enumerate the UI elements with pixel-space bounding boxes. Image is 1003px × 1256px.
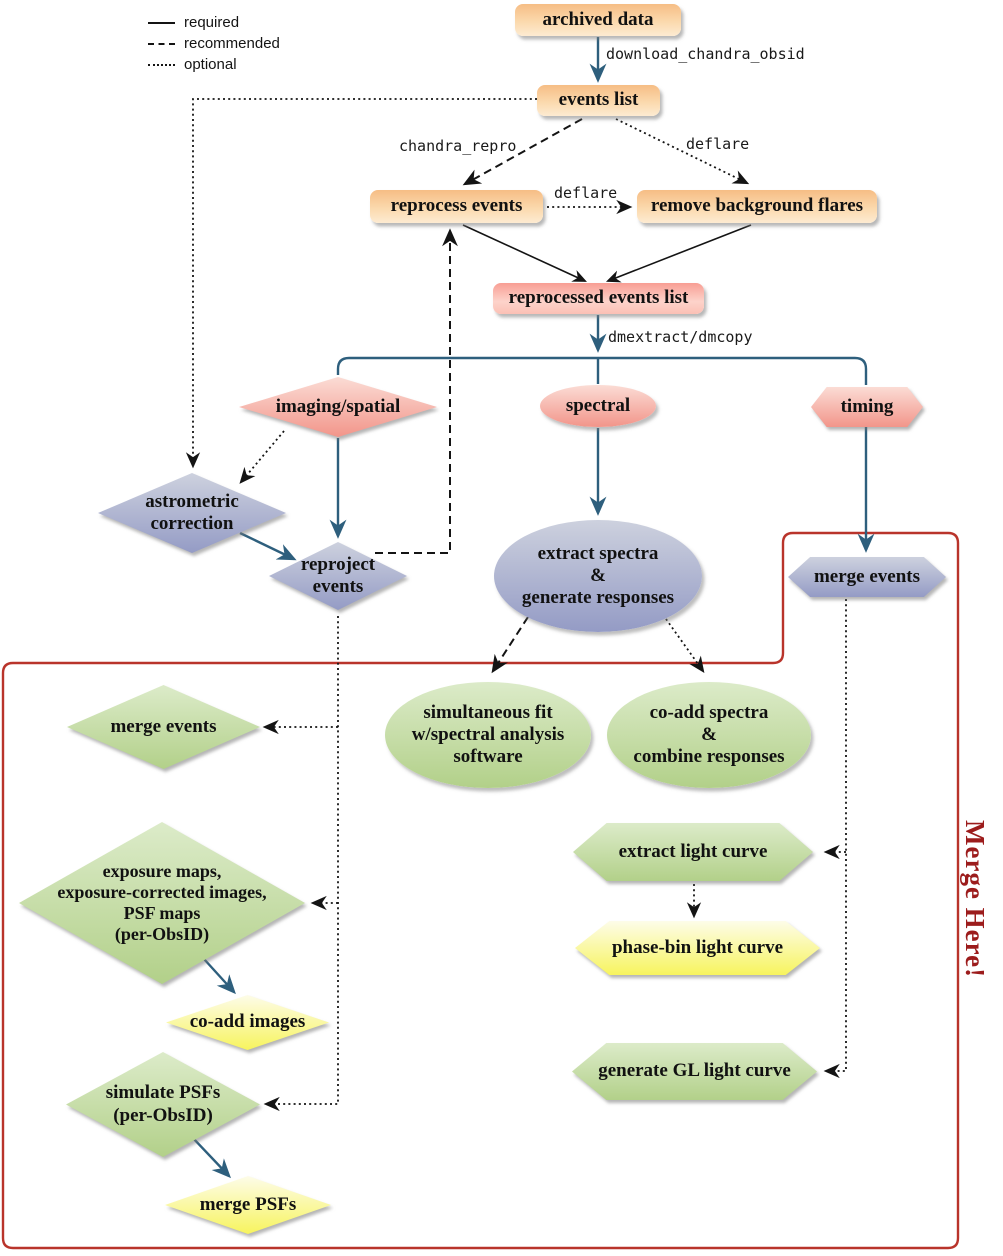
node-phase-bin-light-curve[interactable]: phase-bin light curve <box>575 921 820 975</box>
node-astrometric-correction[interactable]: astrometric correction <box>98 473 286 553</box>
legend: required recommended optional <box>148 12 280 75</box>
edge-branch-bar <box>336 356 868 385</box>
edge-merge-down-to-gl <box>823 599 847 1079</box>
node-events-list[interactable]: events list <box>537 85 660 116</box>
node-extract-spectra[interactable]: extract spectra & generate responses <box>494 520 702 632</box>
node-merge-psfs[interactable]: merge PSFs <box>165 1176 331 1234</box>
node-co-add-images[interactable]: co-add images <box>166 995 329 1050</box>
node-reprocessed-events-list[interactable]: reprocessed events list <box>493 283 704 314</box>
dotted-line-sample <box>148 63 175 66</box>
edge-exposure-to-coadd-images <box>203 958 236 995</box>
edge-reprocess-to-reprocessed <box>462 224 587 282</box>
edge-events-to-removeflares <box>615 118 750 185</box>
label-download-chandra-obsid: download_chandra_obsid <box>606 45 805 63</box>
node-co-add-spectra[interactable]: co-add spectra & combine responses <box>607 682 811 788</box>
edge-removeflares-to-reprocessed <box>605 224 752 283</box>
legend-recommended-label: recommended <box>184 35 280 52</box>
edge-reproject-down-to-simulate <box>263 616 339 1112</box>
label-deflare-middle: deflare <box>554 184 618 202</box>
node-merge-events-timing[interactable]: merge events <box>788 557 946 597</box>
node-timing[interactable]: timing <box>811 387 923 427</box>
node-exposure-maps[interactable]: exposure maps, exposure-corrected images… <box>19 822 305 984</box>
node-imaging-spatial[interactable]: imaging/spatial <box>239 377 437 437</box>
node-simulate-psfs[interactable]: simulate PSFs (per-ObsID) <box>66 1052 260 1157</box>
merge-here-region-border <box>1 531 960 1250</box>
legend-optional: optional <box>148 54 280 75</box>
node-merge-events-imaging[interactable]: merge events <box>67 685 260 769</box>
node-extract-light-curve[interactable]: extract light curve <box>573 823 813 881</box>
node-remove-background-flares[interactable]: remove background flares <box>637 190 877 223</box>
node-spectral[interactable]: spectral <box>540 385 656 427</box>
node-simultaneous-fit[interactable]: simultaneous fit w/spectral analysis sof… <box>385 682 591 788</box>
legend-optional-label: optional <box>184 56 237 73</box>
edge-imaging-to-astrometric <box>239 430 285 484</box>
edge-extract-to-simfit <box>491 616 529 674</box>
label-chandra-repro: chandra_repro <box>399 137 517 155</box>
label-deflare-upper: deflare <box>686 135 750 153</box>
node-reproject-events[interactable]: reproject events <box>269 542 407 610</box>
merge-here-label: Merge Here! <box>960 820 990 979</box>
edge-astrometric-to-reproject <box>239 531 297 561</box>
edge-simulate-to-merge-psfs <box>191 1136 231 1179</box>
dashed-line-sample <box>148 42 175 45</box>
legend-recommended: recommended <box>148 33 280 54</box>
legend-required-label: required <box>184 14 240 31</box>
edge-extract-to-coadd-spectra <box>665 618 705 673</box>
edge-events-to-astrometric <box>185 98 537 469</box>
node-reprocess-events[interactable]: reprocess events <box>370 190 543 223</box>
node-generate-gl-light-curve[interactable]: generate GL light curve <box>572 1043 817 1100</box>
legend-required: required <box>148 12 280 33</box>
label-dmextract-dmcopy: dmextract/dmcopy <box>608 328 753 346</box>
edge-reproject-to-reprocess <box>375 228 458 554</box>
edge-events-to-reprocess <box>462 118 583 186</box>
solid-line-sample <box>148 21 175 24</box>
node-archived-data[interactable]: archived data <box>515 4 681 36</box>
